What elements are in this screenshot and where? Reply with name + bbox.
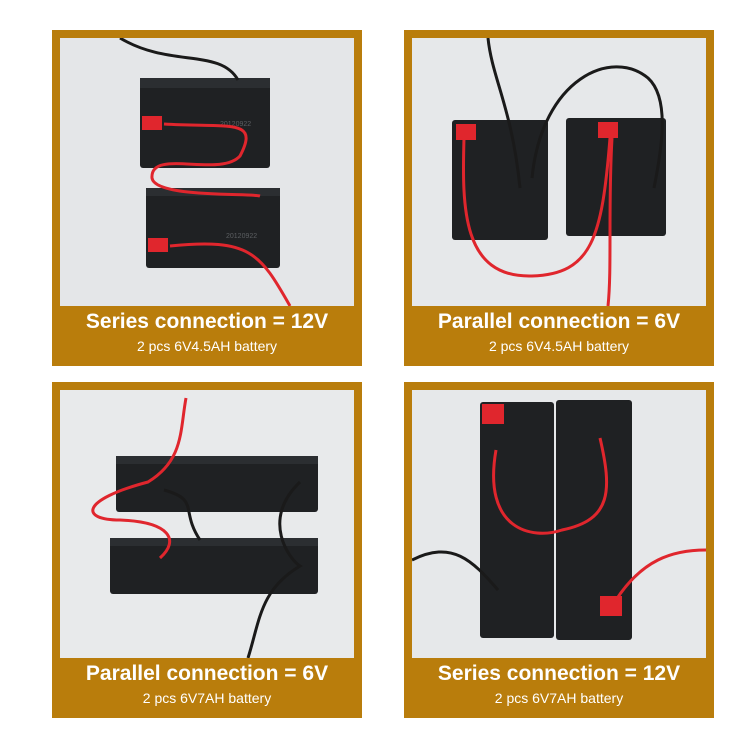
caption-subtitle: 2 pcs 6V7AH battery — [494, 689, 624, 706]
parallel-wiring-illustration — [412, 38, 706, 306]
caption-title: Parallel connection = 6V — [437, 309, 681, 333]
parallel-wiring-illustration — [60, 390, 354, 658]
panel-parallel-6v-4.5ah: Parallel connection = 6V 2 pcs 6V4.5AH b… — [404, 30, 714, 366]
terminal-red — [142, 116, 162, 130]
battery-bottom — [110, 538, 318, 594]
battery-top — [140, 78, 270, 168]
battery-right — [566, 118, 666, 236]
series-wiring-illustration — [412, 390, 706, 658]
caption: Parallel connection = 6V 2 pcs 6V4.5AH b… — [412, 306, 706, 358]
caption: Parallel connection = 6V 2 pcs 6V7AH bat… — [60, 658, 354, 710]
battery-top — [116, 456, 318, 512]
caption-subtitle: 2 pcs 6V7AH battery — [142, 689, 272, 706]
terminal-red — [456, 124, 476, 140]
series-wiring-illustration: 20120922 20120922 — [60, 38, 354, 306]
caption: Series connection = 12V 2 pcs 6V7AH batt… — [412, 658, 706, 710]
battery-left — [452, 120, 548, 240]
caption-subtitle: 2 pcs 6V4.5AH battery — [488, 337, 630, 354]
panel-series-12v-7ah: Series connection = 12V 2 pcs 6V7AH batt… — [404, 382, 714, 718]
panel-series-12v-4.5ah: 20120922 20120922 Series connection = 12… — [52, 30, 362, 366]
caption-title: Parallel connection = 6V — [85, 661, 329, 685]
panel-parallel-6v-7ah: Parallel connection = 6V 2 pcs 6V7AH bat… — [52, 382, 362, 718]
battery-date-code: 20120922 — [220, 121, 251, 128]
battery-photo — [60, 390, 354, 658]
battery-photo: 20120922 20120922 — [60, 38, 354, 306]
terminal-red — [600, 596, 622, 616]
terminal-red — [148, 238, 168, 252]
battery-right — [556, 400, 632, 640]
caption-subtitle: 2 pcs 6V4.5AH battery — [136, 337, 278, 354]
caption-title: Series connection = 12V — [437, 661, 681, 685]
terminal-red — [598, 122, 618, 138]
caption-title: Series connection = 12V — [85, 309, 329, 333]
terminal-red — [482, 404, 504, 424]
battery-left — [480, 402, 554, 638]
battery-photo — [412, 38, 706, 306]
battery-photo — [412, 390, 706, 658]
battery-bottom — [146, 188, 280, 268]
caption: Series connection = 12V 2 pcs 6V4.5AH ba… — [60, 306, 354, 358]
battery-date-code: 20120922 — [226, 233, 257, 240]
